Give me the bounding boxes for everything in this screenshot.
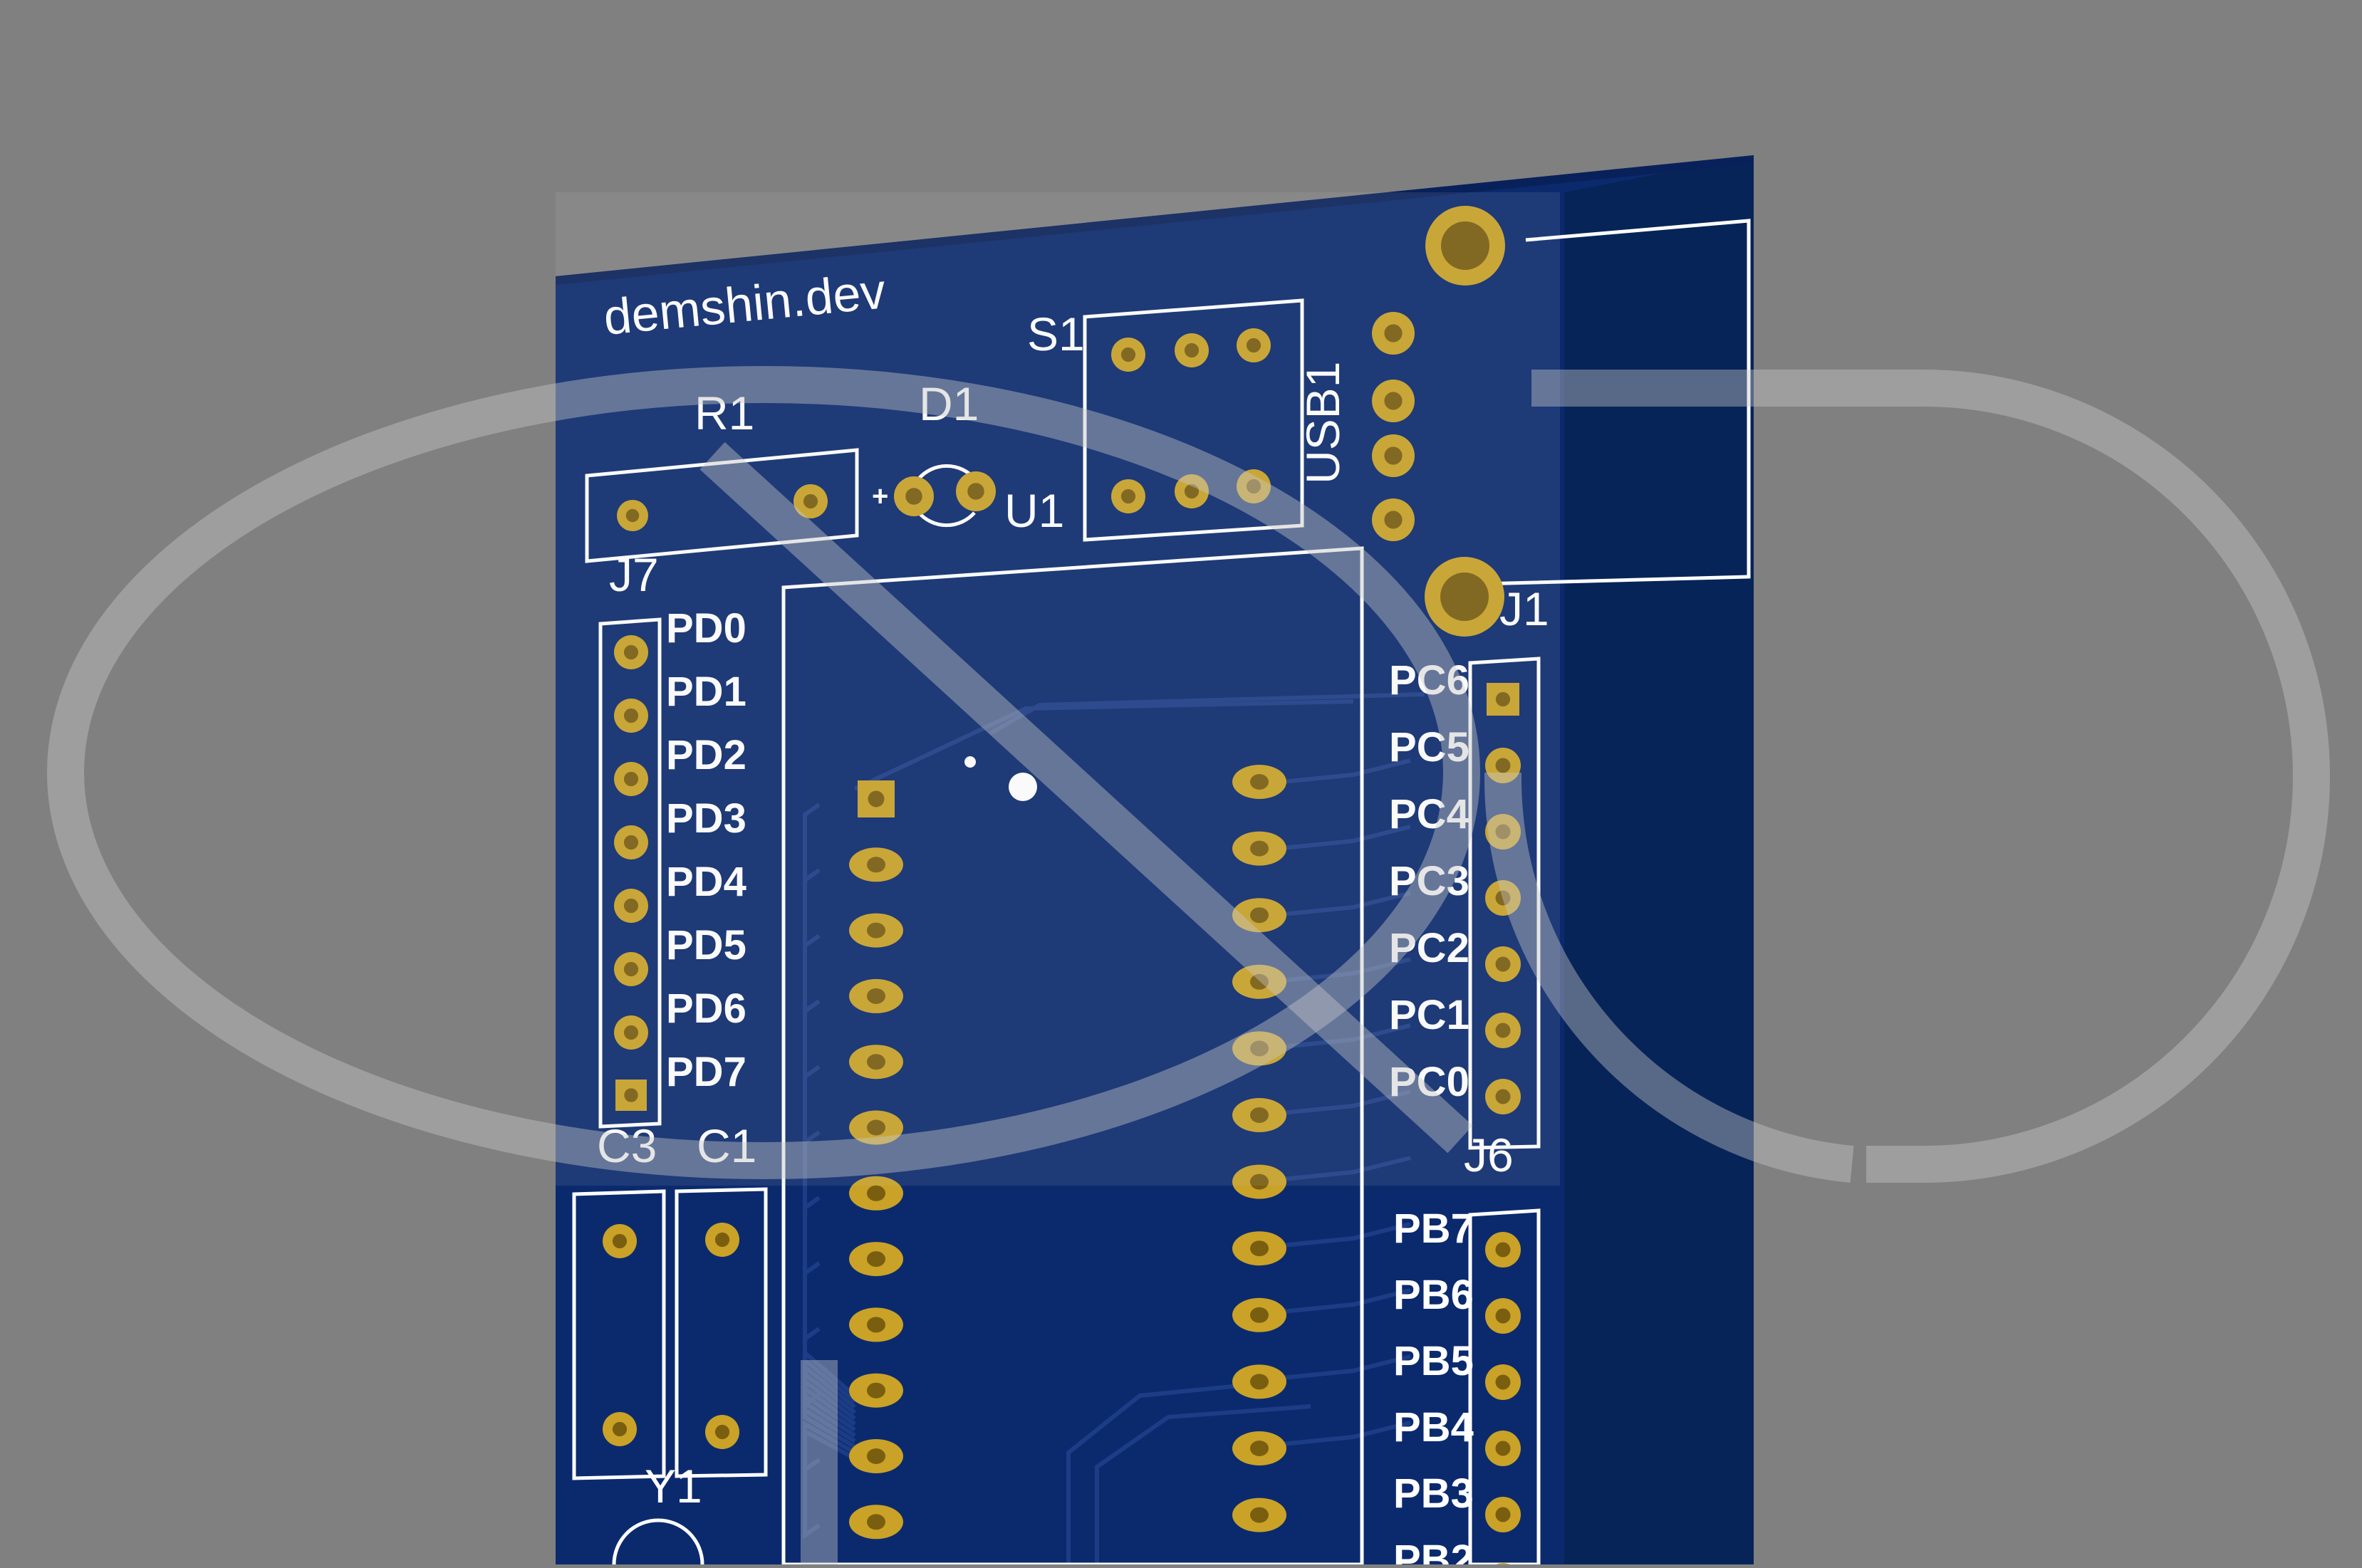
pb-pin-label: PB4 [1393,1404,1474,1451]
y1-designator: Y1 [645,1460,702,1512]
watermark-veil [556,192,1560,1186]
chip-pin-right [1232,1498,1286,1532]
chip-pin-left [849,1242,903,1276]
pb-pin-label: PB5 [1393,1338,1474,1384]
capacitor-pin [705,1415,739,1449]
pb-pin-label: PB7 [1393,1206,1474,1252]
pb-pin [1485,1298,1521,1334]
pb-pin-label: PB6 [1393,1272,1474,1318]
chip-pin-left [849,1439,903,1473]
chip-pin-left [849,1374,903,1408]
chip-pin-left [849,1505,903,1539]
chip-pin-right [1232,1431,1286,1465]
chip-pin-right [1232,1364,1286,1399]
pb-pin-label: PB3 [1393,1470,1474,1517]
capacitor-pin [603,1412,637,1446]
capacitor-pin [603,1224,637,1258]
pb-pin-label: PB2 [1393,1537,1474,1564]
board-edge-strip [1564,155,1754,1564]
chip-pin-left [849,1307,903,1342]
chip-pin-right [1232,1231,1286,1265]
capacitor-pin [705,1223,739,1257]
pb-pin [1485,1497,1521,1532]
pb-pin [1485,1232,1521,1268]
pb-pin [1485,1431,1521,1466]
pb-pin [1485,1364,1521,1400]
chip-pin-right [1232,1298,1286,1332]
